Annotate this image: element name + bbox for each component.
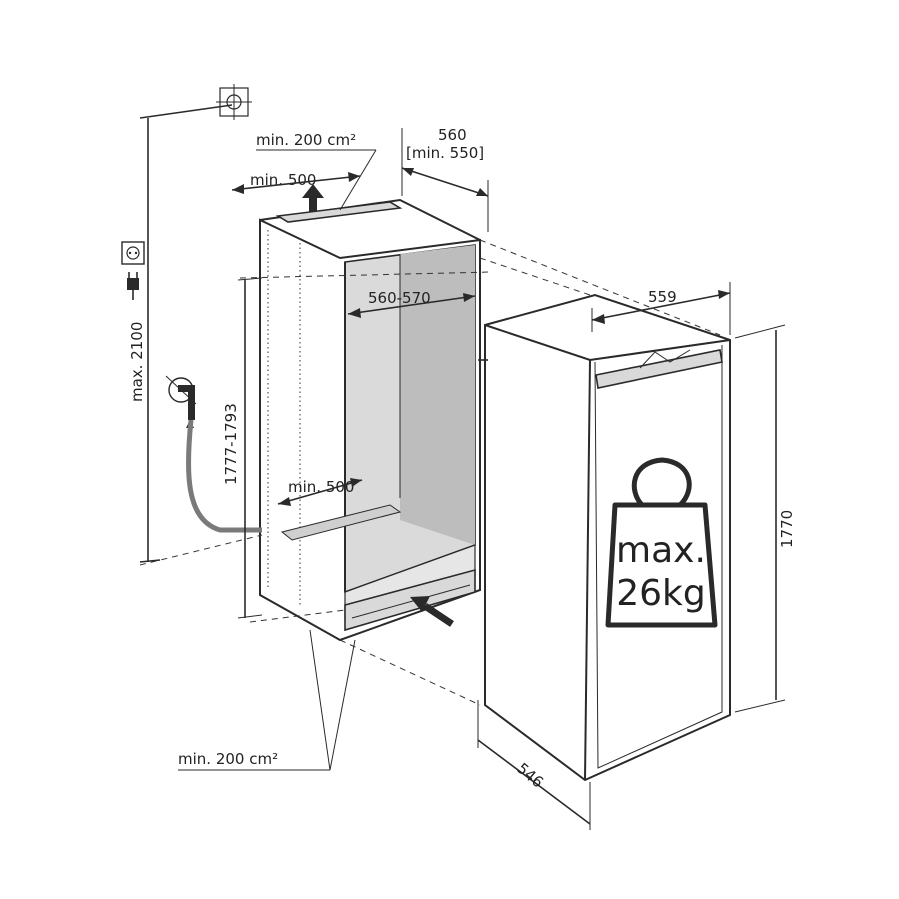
weight-badge-line2: 26kg	[616, 573, 706, 614]
plug-icon	[127, 272, 139, 300]
bottom-vent-label: min. 200 cm²	[178, 750, 278, 768]
dim-appliance-height: 1770	[734, 324, 796, 713]
dim-niche-depth: 560 [min. 550]	[401, 126, 489, 232]
niche-height-label: 1777-1793	[222, 403, 240, 485]
dim-niche-height: 1777-1793	[222, 277, 263, 619]
niche-cabinet	[259, 198, 481, 642]
top-gap-label: min. 500	[250, 171, 316, 189]
dim-top-gap: min. 500	[231, 171, 361, 194]
niche-depth-label: 560	[438, 126, 467, 144]
max-height-label: max. 2100	[128, 322, 146, 402]
appliance-depth-label: 546	[513, 759, 547, 791]
appliance-height-label: 1770	[778, 510, 796, 548]
top-vent-label: min. 200 cm²	[256, 131, 356, 149]
niche-width-label: 560-570	[368, 289, 431, 307]
bottom-gap-label: min. 500	[288, 478, 354, 496]
wall-anchor-icon	[216, 84, 252, 120]
weight-badge-line1: max.	[616, 530, 706, 571]
dim-top-vent: min. 200 cm²	[256, 131, 377, 211]
water-hose	[186, 419, 262, 533]
power-socket-icon	[121, 241, 145, 265]
weight-icon: max. 26kg	[605, 457, 718, 628]
appliance-width-label: 559	[648, 288, 677, 306]
dim-appliance-depth: 546	[477, 700, 591, 830]
dim-bottom-gap: min. 500	[277, 478, 363, 506]
niche-depth-min-label: [min. 550]	[406, 144, 484, 162]
alignment-lines	[139, 239, 721, 706]
dim-bottom-vent: min. 200 cm²	[178, 629, 356, 771]
airflow-arrow-icon	[410, 596, 454, 627]
dim-niche-width: 560-570	[347, 289, 476, 318]
dim-max-height: max. 2100	[128, 104, 233, 563]
appliance-body	[478, 293, 731, 782]
dim-appliance-width: 559	[591, 282, 731, 335]
airflow-arrow-icon	[302, 184, 324, 212]
